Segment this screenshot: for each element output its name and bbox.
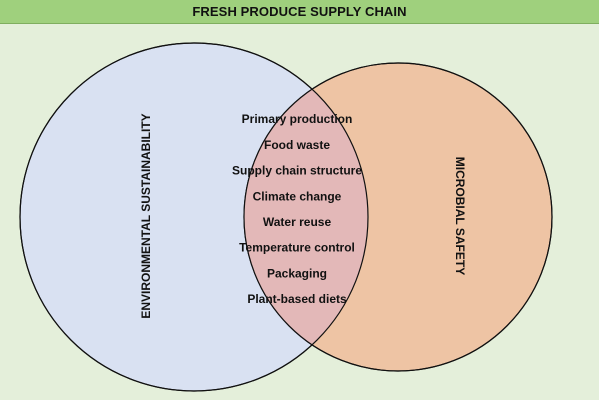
- title-bar: FRESH PRODUCE SUPPLY CHAIN: [0, 0, 599, 24]
- overlap-item: Supply chain structure: [232, 164, 362, 178]
- right-circle-label: MICROBIAL SAFETY: [453, 157, 467, 275]
- left-circle-label: ENVIRONMENTAL SUSTAINABILITY: [139, 113, 153, 318]
- overlap-item: Temperature control: [239, 241, 355, 255]
- diagram-title: FRESH PRODUCE SUPPLY CHAIN: [192, 4, 407, 19]
- overlap-item: Climate change: [253, 189, 342, 203]
- overlap-item: Water reuse: [263, 215, 332, 229]
- overlap-region: [244, 63, 368, 371]
- overlap-item: Plant-based diets: [247, 292, 347, 306]
- overlap-item: Primary production: [242, 112, 353, 126]
- overlap-item: Food waste: [264, 138, 330, 152]
- left-circle-outline: [19, 42, 369, 392]
- overlap-item: Packaging: [267, 266, 327, 280]
- right-circle-outline: [243, 62, 553, 372]
